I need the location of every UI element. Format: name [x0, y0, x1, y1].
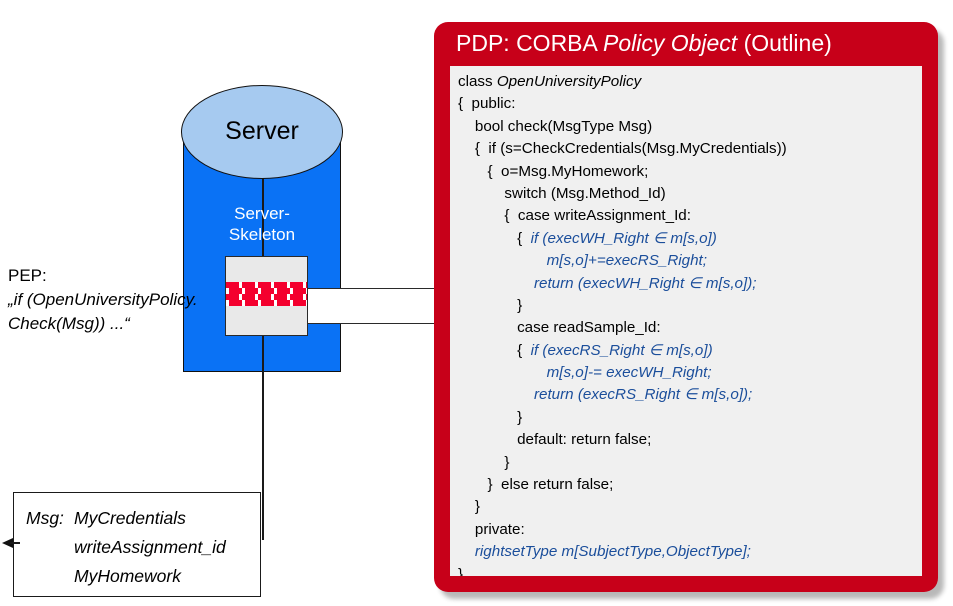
pdp-panel-title: PDP: CORBA Policy Object (Outline)	[456, 30, 832, 57]
code-line: { public:	[458, 95, 516, 113]
code-line: private:	[458, 520, 525, 538]
code-brace: {	[458, 341, 531, 359]
code-line: }	[458, 453, 510, 471]
pep-heading: PEP:	[8, 266, 47, 285]
message-field-method: writeAssignment_id	[74, 537, 226, 557]
code-line: return (execRS_Right ∈ m[s,o]);	[458, 386, 753, 404]
code-line: m[s,o]-= execWH_Right;	[458, 364, 712, 382]
server-cylinder-top	[181, 85, 343, 179]
message-box-label: Msg:	[26, 508, 64, 528]
server-skeleton-label: Server- Skeleton	[183, 203, 341, 245]
code-line: { o=Msg.MyHomework;	[458, 162, 649, 180]
message-box: Msg: MyCredentials writeAssignment_id My…	[13, 492, 261, 597]
code-class-name: OpenUniversityPolicy	[496, 73, 642, 90]
firewall-brick-row-d	[226, 300, 307, 306]
message-field-credentials: MyCredentials	[74, 508, 186, 528]
firewall-brick-row-b	[226, 288, 307, 294]
pdp-title-prefix: PDP: CORBA	[456, 30, 603, 56]
code-line: }	[458, 296, 523, 314]
code-line: rightsetType m[SubjectType,ObjectType];	[458, 543, 751, 561]
code-line: { if (execRS_Right ∈ m[s,o])	[458, 340, 922, 362]
pdp-title-italic: Policy Object	[602, 30, 738, 56]
message-flow-line-vertical	[262, 172, 264, 540]
code-line: { case writeAssignment_Id:	[458, 207, 691, 225]
server-label: Server	[225, 117, 299, 145]
code-line: } else return false;	[458, 476, 614, 494]
pep-annotation: PEP: „if (OpenUniversityPolicy. Check(Ms…	[8, 264, 198, 336]
code-line: return (execWH_Right ∈ m[s,o]);	[458, 274, 757, 292]
pdp-code-listing: class OpenUniversityPolicy { public: bool…	[450, 66, 922, 576]
pdp-title-suffix: (Outline)	[737, 30, 832, 56]
code-line: case readSample_Id:	[458, 319, 661, 337]
code-policy-expression: if (execRS_Right ∈ m[s,o])	[530, 341, 713, 359]
code-line: { if (execWH_Right ∈ m[s,o])	[458, 228, 922, 250]
pep-code-line-2: Check(Msg)) ...“	[8, 314, 130, 333]
message-field-object: MyHomework	[74, 566, 181, 586]
code-line: bool check(MsgType Msg)	[458, 117, 653, 135]
code-line: }	[458, 565, 464, 576]
code-line: }	[458, 408, 523, 426]
code-line: { if (s=CheckCredentials(Msg.MyCredentia…	[458, 140, 787, 158]
code-line: m[s,o]+=execRS_Right;	[458, 252, 707, 270]
code-line: switch (Msg.Method_Id)	[458, 184, 666, 202]
pep-firewall-box	[225, 256, 308, 336]
arrow-left-icon	[2, 538, 13, 548]
code-brace: {	[458, 229, 531, 247]
code-line: default: return false;	[458, 431, 652, 449]
code-line: class OpenUniversityPolicy	[458, 71, 922, 93]
firewall-brick-icon	[226, 282, 307, 306]
code-keyword: class	[458, 73, 497, 90]
pdp-policy-object-panel: PDP: CORBA Policy Object (Outline) class…	[434, 22, 938, 592]
pep-code-line-1: „if (OpenUniversityPolicy.	[8, 290, 198, 309]
code-line: }	[458, 498, 480, 516]
server-skeleton-label-line2: Skeleton	[228, 225, 296, 244]
code-policy-expression: if (execWH_Right ∈ m[s,o])	[530, 229, 717, 247]
server-skeleton-label-line1: Server-	[234, 204, 290, 223]
message-inbound-line	[10, 542, 20, 544]
